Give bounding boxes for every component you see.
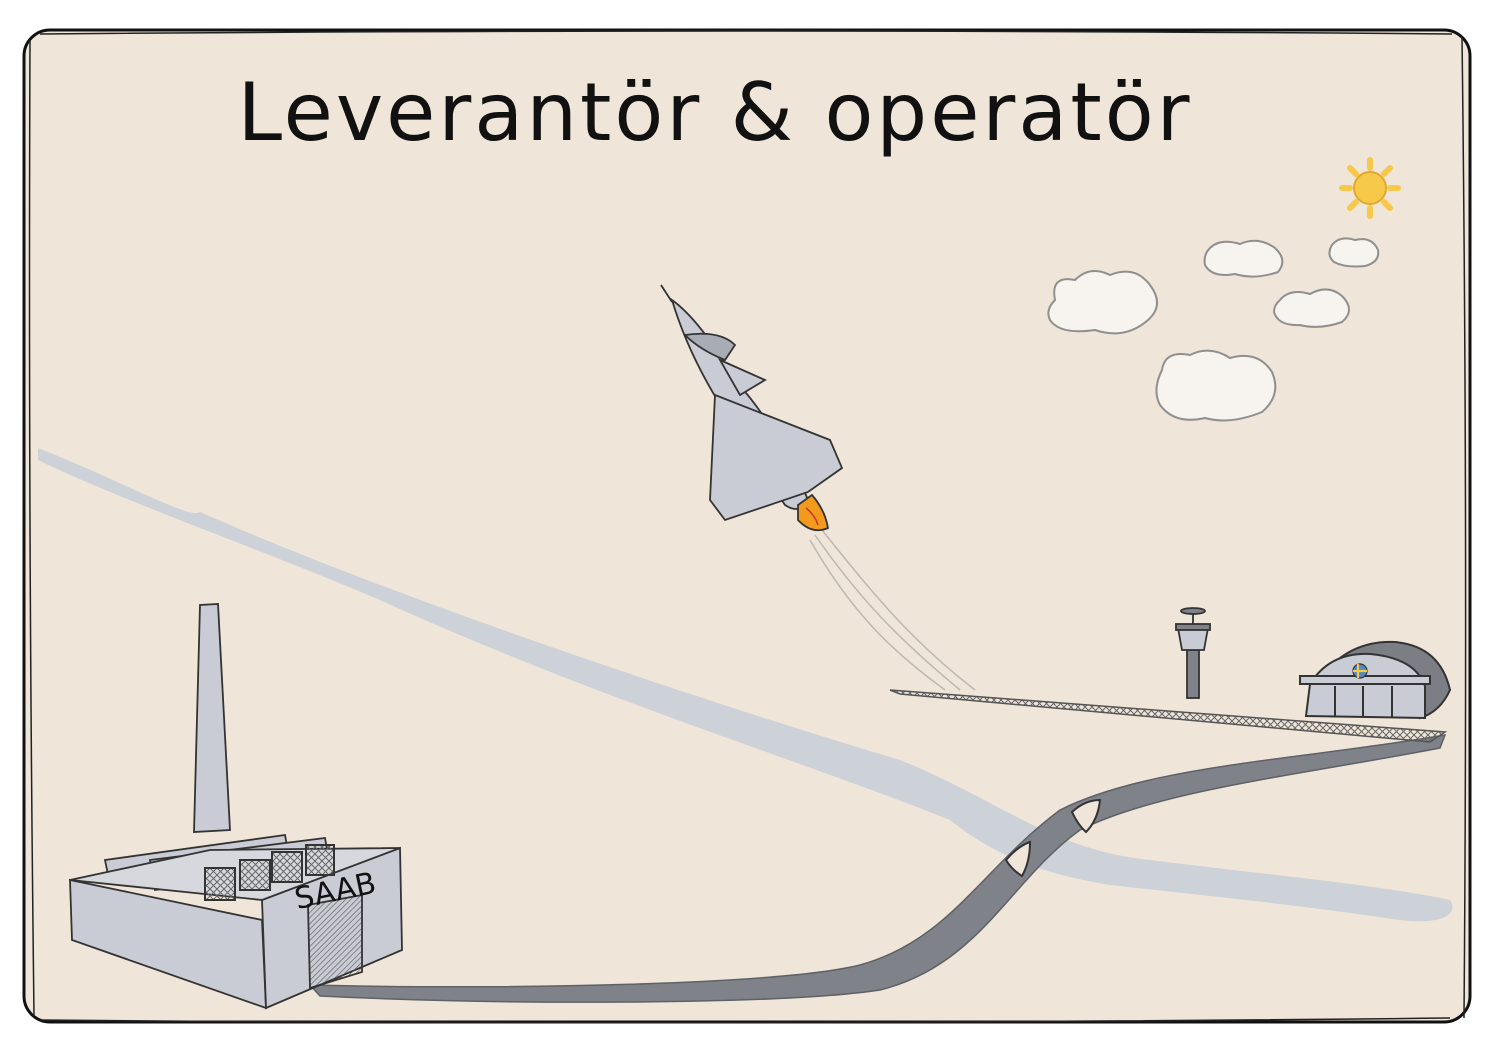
cloud-icon	[1328, 237, 1380, 268]
contrail	[809, 529, 976, 691]
cloud-icon	[1203, 239, 1284, 278]
bridge-pillars	[1004, 798, 1102, 878]
page-title: Leverantör & operatör	[237, 66, 1192, 159]
fighter-jet-icon	[660, 284, 844, 532]
cloud-icon	[1047, 270, 1158, 335]
sun-icon	[1339, 157, 1401, 219]
cloud-icon	[1272, 288, 1350, 328]
cloud-icon	[1155, 349, 1277, 422]
hangar-icon	[1299, 640, 1452, 720]
runway	[889, 689, 1448, 743]
factory-icon	[69, 603, 403, 1010]
road	[308, 734, 1447, 1003]
control-tower-icon	[1175, 607, 1211, 699]
